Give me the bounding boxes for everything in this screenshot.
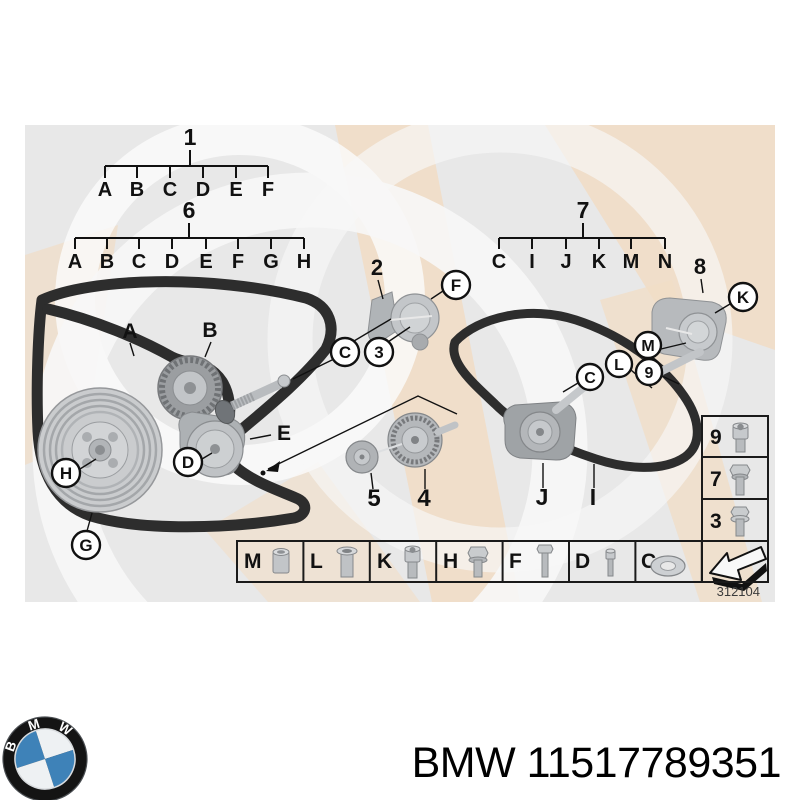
crank-pulley [37,387,163,513]
callout-g: G [70,529,102,561]
label-b: B [202,319,217,342]
tree-6-child: C [132,251,146,273]
hex-bolt-icon [467,546,489,578]
tree-1-child: A [98,179,112,201]
belt-tensioner-j [503,384,587,461]
cell-label-f: F [509,550,522,573]
part-tree-7: 7 C I J K M N [492,197,672,273]
label-2: 2 [371,255,383,280]
drawing-number: 312104 [717,584,760,599]
callout-l-label: L [614,357,624,374]
tree-6-child: G [263,251,279,273]
callout-c-mid-label: C [584,370,596,387]
tree-7-child: J [560,251,571,273]
callout-c-mid: C [575,362,605,392]
drive-belt-ac [449,308,702,472]
callout-k-label: K [737,288,750,307]
bmw-letter: M [26,716,41,734]
part-tree-1: 1 A B C D E F [98,124,274,201]
callout-m: M [633,330,663,360]
callout-c-left-label: C [339,343,351,362]
tree-6-child: A [68,251,82,273]
tree-6-child: E [199,251,212,273]
label-4: 4 [417,485,431,512]
label-i: I [590,484,596,510]
tree-7-child: I [529,251,535,273]
callout-g-label: G [79,536,92,555]
label-j: J [536,484,549,510]
bmw-logo: B M W [2,716,88,800]
tree-6-child: F [232,251,244,273]
small-bolt-icon [605,548,616,577]
tree-6-root: 6 [183,197,196,223]
label-8: 8 [694,254,706,279]
callout-3: 3 [363,336,395,368]
tree-1-child: E [229,179,242,201]
cell-label-3: 3 [710,510,722,533]
tree-7-child: M [623,251,640,273]
watermark-stripe [205,462,420,602]
tree-1-child: B [130,179,144,201]
tree-7-root: 7 [577,197,590,223]
callout-d: D [172,446,204,478]
callout-h-label: H [60,464,72,483]
tree-1-child: D [196,179,210,201]
callout-k: K [727,281,759,313]
tree-7-child: N [658,251,672,273]
callout-c-left: C [329,336,361,368]
cell-label-9: 9 [710,426,722,449]
cell-label-k: K [377,550,392,573]
cell-label-m: M [244,550,262,573]
cell-label-h: H [443,550,458,573]
callout-l: L [604,349,634,379]
flange-bolt-icon [730,506,750,537]
bushing-icon [272,548,290,574]
cell-label-l: L [310,550,323,573]
label-5: 5 [367,485,380,512]
fastener-table: M L K H F D C [236,540,769,591]
callout-9-label: 9 [645,365,654,382]
direction-arrowhead [266,461,280,472]
long-bolt-icon [536,544,554,578]
belt-tensioner-2 [367,291,440,351]
hex-bolt-icon [729,464,751,496]
bolt-table: 9 7 3 [701,415,769,583]
direction-arrow-icon [709,546,767,591]
pivot-bolt [214,374,291,425]
callout-m-label: M [641,338,654,355]
tree-6-child: B [100,251,114,273]
sleeve-icon [336,546,358,578]
callout-d-label: D [182,453,194,472]
cell-label-d: D [575,550,590,573]
cell-label-7: 7 [710,468,722,491]
tree-1-child: F [262,179,274,201]
label-e: E [277,422,291,445]
callout-9: 9 [634,357,664,387]
tree-7-child: C [492,251,506,273]
alternator-pulley [157,355,223,421]
idler-pulley-5 [345,440,403,474]
tree-7-child: K [592,251,607,273]
part-number-caption: BMW 11517789351 [412,739,781,787]
callout-f: F [440,269,472,301]
socket-bolt-icon [732,422,749,453]
socket-bolt-icon [404,545,421,579]
callout-h: H [50,457,82,489]
part-tree-6: 6 A B C D E F G H [68,197,311,273]
tree-1-child: C [163,179,177,201]
tree-6-child: H [297,251,311,273]
washer-icon [650,555,686,577]
label-a: A [122,320,137,343]
tree-1-root: 1 [184,124,197,150]
callout-3-label: 3 [374,343,383,362]
idler-pulley-4 [387,412,459,468]
tree-6-child: D [165,251,179,273]
callout-f-label: F [451,276,461,295]
